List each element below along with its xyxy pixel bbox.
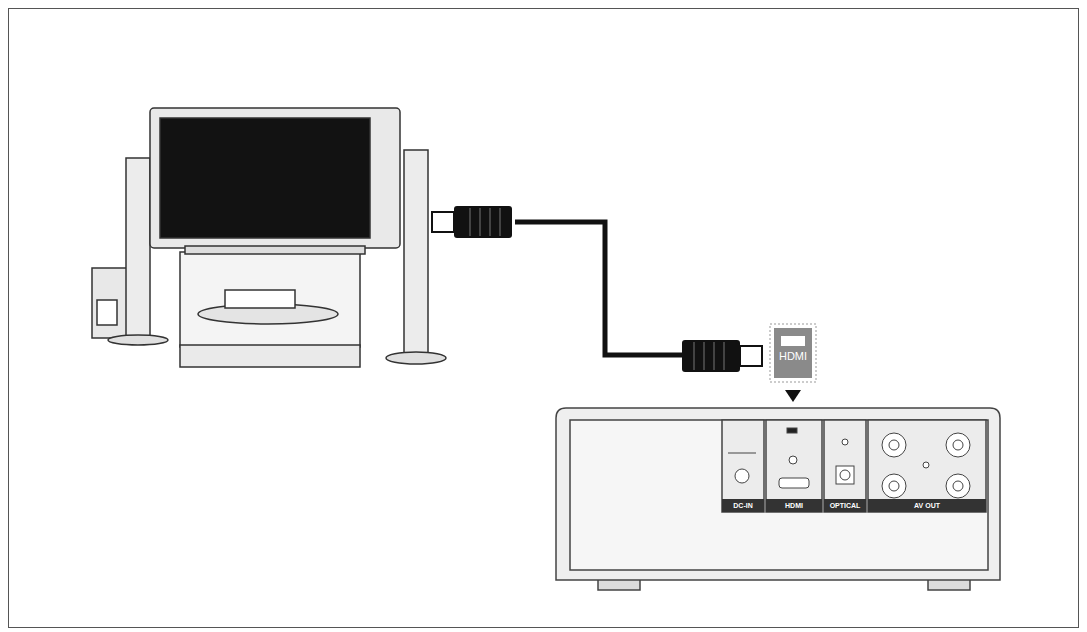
tv-set xyxy=(92,108,446,367)
port-label: AV OUT xyxy=(914,502,940,509)
hdmi-callout xyxy=(770,324,816,402)
set-top-box xyxy=(556,408,1000,590)
port-label: HDMI xyxy=(785,502,803,509)
callout-port-name: HDMI xyxy=(779,351,807,362)
port-label: DC-IN xyxy=(733,502,752,509)
port-label: OPTICAL xyxy=(830,502,861,509)
section-label-bars xyxy=(722,499,986,512)
frame xyxy=(9,9,1079,628)
hdmi-cable xyxy=(432,206,762,372)
